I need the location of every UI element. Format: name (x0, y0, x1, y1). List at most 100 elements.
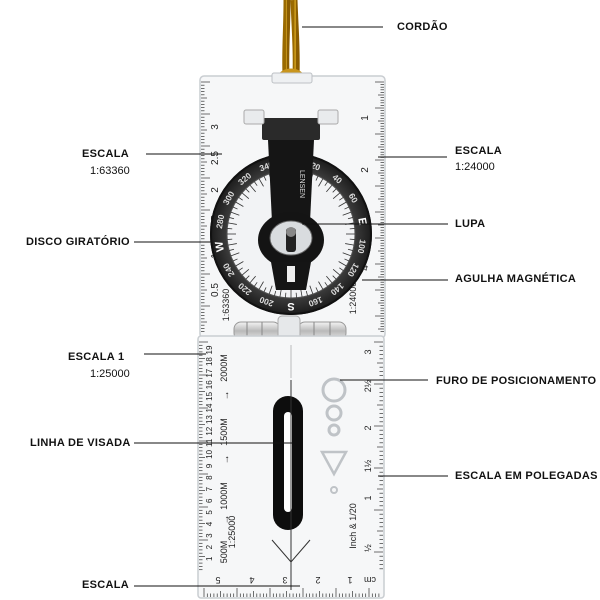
label-cordao: CORDÃO (397, 21, 448, 33)
label-escala-left: ESCALA (82, 148, 130, 160)
ll-mark: 500M (219, 541, 229, 564)
ur-num: 1 (360, 115, 371, 121)
tick (235, 201, 244, 207)
tick (332, 269, 341, 276)
tick (241, 269, 250, 276)
ll-small-num: 9 (205, 463, 214, 468)
label-polegadas: ESCALA EM POLEGADAS (455, 470, 598, 482)
label-agulha: AGULHA MAGNÉTICA (455, 273, 577, 285)
ul-scale-label: 1:63360 (221, 289, 231, 322)
tick (258, 281, 264, 290)
tick (338, 261, 347, 267)
tick (258, 178, 264, 187)
bottom-ruler (203, 588, 380, 597)
tick (263, 287, 267, 293)
tick (318, 281, 324, 290)
tick (238, 267, 243, 272)
label-escala-left-ratio: 1:63360 (90, 165, 130, 177)
lens-housing: LENSEN (243, 109, 339, 290)
inch-num: 2½ (363, 379, 373, 392)
tick (235, 261, 244, 267)
tick (332, 192, 341, 199)
label-disco: DISCO GIRATÓRIO (26, 236, 130, 248)
tick (253, 282, 258, 287)
inch-num: 3 (363, 349, 373, 354)
ll-small-num: 16 (205, 380, 214, 389)
label-escala-right-ratio: 1:24000 (455, 161, 495, 173)
ul-num: 3 (210, 124, 221, 130)
inch-scale-numbers: 3 2½ 2 1½ 1 ½ Inch & 1/20 (348, 349, 373, 551)
dial-label: S (287, 300, 294, 312)
ll-small-num: 7 (205, 486, 214, 491)
tick (332, 188, 337, 193)
tick (305, 290, 308, 296)
ll-small-num: 4 (205, 521, 214, 526)
label-linha: LINHA DE VISADA (30, 437, 131, 449)
arrow-glyph: ↑ (225, 454, 230, 465)
tick (345, 243, 355, 246)
ll-small-num: 19 (205, 345, 214, 354)
ll-small-num: 6 (205, 498, 214, 503)
ll-small-num: 14 (205, 403, 214, 412)
dial-ticks (227, 170, 355, 298)
positioning-holes (319, 377, 349, 494)
ul-num: 0.5 (210, 283, 221, 297)
ll-small-num: 5 (205, 510, 214, 515)
tick (245, 188, 250, 193)
ur-num: 2 (360, 167, 371, 173)
inch-scale-label: Inch & 1/20 (348, 503, 358, 549)
tick (339, 267, 344, 272)
tick (230, 252, 240, 257)
label-escala-bottom: ESCALA (82, 579, 130, 591)
upper-right-ruler (375, 81, 384, 332)
lower-left-scale-text: 2000M 1500M 1000M 500M 1:25000 ↑ ↑ ↑ (219, 354, 237, 563)
dial-label: W (213, 240, 227, 253)
tick (347, 248, 353, 251)
inch-num: 2 (363, 425, 373, 430)
tick (232, 258, 238, 262)
tick (232, 206, 238, 210)
tick (326, 275, 333, 284)
ll-small-num: 8 (205, 475, 214, 480)
cm-num: 3 (282, 575, 287, 585)
leader-lines (134, 26, 448, 587)
tick (230, 211, 240, 216)
upper-left-ruler (201, 81, 210, 332)
tick (347, 217, 353, 220)
tick (318, 178, 324, 187)
tick (253, 181, 258, 186)
ll-small-num: 17 (205, 368, 214, 377)
tick (338, 201, 347, 207)
ll-small-num: 13 (205, 415, 214, 424)
tick (309, 285, 314, 295)
cm-num: 5 (215, 575, 220, 585)
tick (324, 181, 329, 186)
ll-scale-label: 1:25000 (227, 516, 237, 549)
tick (315, 175, 319, 181)
brand-text: LENSEN (298, 170, 305, 198)
dial-label: 160 (307, 295, 324, 309)
cm-unit: cm (364, 575, 376, 585)
dial-label: 280 (214, 213, 226, 229)
tick (229, 217, 235, 220)
tick (339, 196, 344, 201)
tick (263, 175, 267, 181)
label-escala-right: ESCALA (455, 145, 503, 157)
tick (315, 287, 319, 293)
tick (241, 192, 250, 199)
lower-right-ruler (374, 341, 383, 570)
inch-num: 1 (363, 495, 373, 500)
arrow-glyph: ↑ (225, 514, 230, 525)
tick (229, 248, 235, 251)
ll-mark: 2000M (219, 354, 229, 382)
tick (332, 275, 337, 280)
dial-label: 200 (258, 294, 275, 308)
inch-num: ½ (363, 544, 373, 552)
ll-small-num: 3 (205, 533, 214, 538)
cm-num: 1 (347, 575, 352, 585)
ll-small-num: 12 (205, 426, 214, 435)
ll-small-num: 2 (205, 544, 214, 549)
tick (324, 282, 329, 287)
